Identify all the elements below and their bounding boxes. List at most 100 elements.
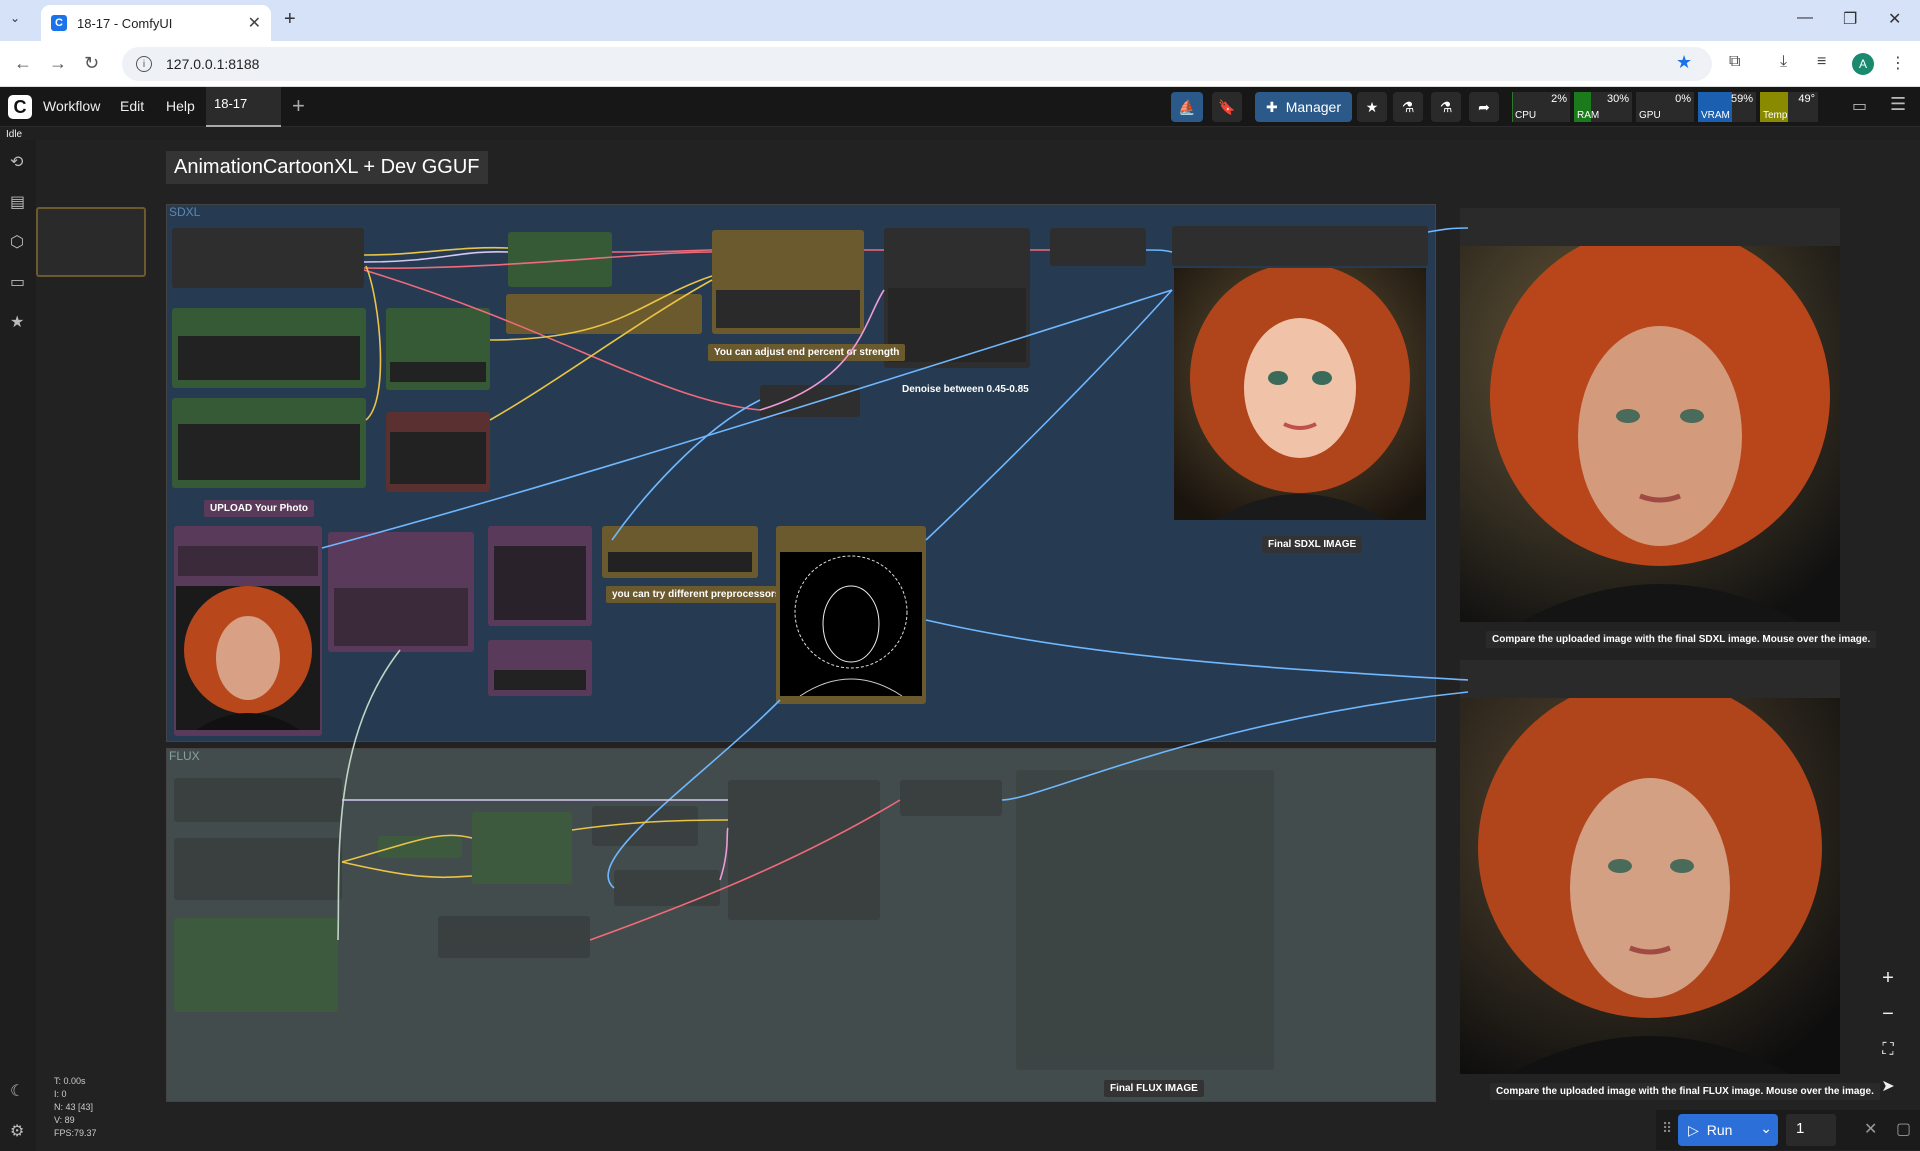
folder-icon[interactable]: ▭ — [10, 274, 26, 291]
back-icon[interactable]: ← — [14, 53, 32, 73]
browser-tab[interactable]: C 18-17 - ComfyUI ✕ — [41, 5, 271, 41]
node-image-process[interactable] — [488, 526, 592, 626]
flux-node-latent[interactable] — [438, 916, 590, 958]
workflow-tab[interactable]: 18-17 — [206, 87, 281, 127]
batch-count-input[interactable]: 1 — [1786, 1114, 1836, 1146]
uploaded-photo — [176, 586, 320, 730]
node-save-image[interactable] — [1172, 226, 1428, 266]
node-denoise[interactable] — [760, 385, 860, 417]
model-icon[interactable]: ⚗ — [1393, 92, 1423, 122]
final-sdxl-image — [1174, 268, 1426, 520]
monitor-fill — [1760, 92, 1789, 122]
zoom-out-icon[interactable]: − — [1882, 1002, 1894, 1025]
monitor-fill — [1512, 92, 1514, 122]
flux-node-save-image[interactable] — [1016, 770, 1274, 1070]
flux-node-vae-decode[interactable] — [900, 780, 1002, 816]
share-icon[interactable]: ➦ — [1469, 92, 1499, 122]
node-preprocessor[interactable] — [602, 526, 758, 578]
note-upload-photo: UPLOAD Your Photo — [204, 500, 314, 517]
settings-gear-icon[interactable]: ⚙ — [10, 1123, 25, 1140]
workflow-title-note: AnimationCartoonXL + Dev GGUF — [166, 151, 488, 184]
close-tab-icon[interactable]: ✕ — [247, 15, 261, 32]
queue-icon[interactable]: ▤ — [10, 194, 26, 211]
node-negative-prompt[interactable] — [172, 398, 366, 488]
flux-node-prompt[interactable] — [174, 918, 338, 1012]
node-controlnet-loader[interactable] — [506, 294, 702, 334]
new-tab-icon[interactable]: + — [284, 8, 296, 30]
close-window-icon[interactable]: ✕ — [1888, 11, 1902, 28]
compare-flux-image[interactable] — [1460, 698, 1840, 1074]
menu-workflow[interactable]: Workflow — [43, 98, 101, 114]
flux-node-sampler[interactable] — [728, 780, 880, 920]
note-denoise: Denoise between 0.45-0.85 — [902, 384, 1029, 395]
left-sidebar: ⟲ ▤ ⬡ ▭ ★ ☾ ⚙ — [0, 140, 36, 1151]
flux-node-scheduler[interactable] — [614, 870, 720, 906]
site-info-icon[interactable]: i — [136, 56, 152, 72]
monitor-fill — [1698, 92, 1733, 122]
fit-view-icon[interactable]: ⛶ — [1882, 1041, 1894, 1058]
node-image-resize[interactable] — [328, 532, 474, 652]
flux-node-unet-loader[interactable] — [174, 778, 342, 822]
forward-icon[interactable]: → — [49, 53, 67, 73]
bookmark-icon[interactable]: 🔖 — [1212, 92, 1242, 122]
compare-sdxl-image[interactable] — [1460, 246, 1840, 622]
flux-node-guidance[interactable] — [378, 836, 462, 858]
minimize-icon[interactable]: — — [1797, 9, 1813, 26]
extensions-icon[interactable]: ⧉ — [1729, 53, 1741, 70]
group-sdxl-title: SDXL — [169, 205, 201, 219]
bookmark-star-icon[interactable]: ★ — [1676, 52, 1693, 72]
restore-icon[interactable]: ❐ — [1843, 11, 1858, 28]
run-options-chevron-icon[interactable]: ⌄ — [1760, 1120, 1772, 1136]
cube-icon[interactable]: ⬡ — [10, 234, 24, 251]
flux-node-clip-loader[interactable] — [174, 838, 342, 900]
model-alt-icon[interactable]: ⚗ — [1431, 92, 1461, 122]
node-checkpoint-loader[interactable] — [172, 228, 364, 288]
comfy-logo-icon[interactable]: C — [8, 95, 32, 119]
url-bar[interactable]: i 127.0.0.1:8188 — [122, 47, 1712, 81]
manager-button[interactable]: ✚ Manager — [1255, 92, 1352, 122]
node-controlnet-apply[interactable] — [712, 230, 864, 334]
node-preview-lineart[interactable] — [776, 526, 926, 704]
reload-icon[interactable]: ↻ — [84, 53, 100, 73]
tab-list-chevron-icon[interactable]: ⌄ — [10, 11, 21, 25]
flux-node-sampler-select[interactable] — [592, 806, 698, 846]
node-vae[interactable] — [386, 412, 490, 492]
favorite-star-icon[interactable]: ★ — [1357, 92, 1387, 122]
offscreen-node[interactable] — [36, 207, 146, 277]
hamburger-menu-icon[interactable]: ☰ — [1890, 94, 1907, 114]
sail-icon[interactable]: ⛵ — [1171, 92, 1203, 122]
compare-sdxl-header[interactable] — [1460, 208, 1840, 246]
star-icon[interactable]: ★ — [10, 314, 25, 331]
download-icon[interactable]: ⤓ — [1780, 53, 1788, 70]
note-compare-sdxl: Compare the uploaded image with the fina… — [1486, 631, 1877, 648]
node-positive-prompt[interactable] — [172, 308, 366, 388]
node-ksampler[interactable] — [884, 228, 1030, 368]
cancel-icon[interactable]: ✕ — [1864, 1121, 1878, 1138]
drag-handle-icon[interactable]: ⠿ — [1662, 1120, 1673, 1136]
run-button[interactable]: ▷ Run ⌄ — [1678, 1114, 1778, 1146]
stat-fps: FPS:79.37 — [54, 1128, 97, 1138]
compare-flux-header[interactable] — [1460, 660, 1840, 698]
media-icon[interactable]: ≡ — [1817, 53, 1827, 70]
node-image-scale[interactable] — [488, 640, 592, 696]
flux-node-encode[interactable] — [472, 812, 572, 884]
new-workflow-icon[interactable]: + — [292, 93, 305, 118]
run-label: Run — [1706, 1122, 1733, 1138]
profile-avatar[interactable]: A — [1852, 53, 1874, 75]
node-clip-encode[interactable] — [386, 308, 490, 390]
node-vae-decode[interactable] — [1050, 228, 1146, 266]
locate-icon[interactable]: ➤ — [1881, 1078, 1895, 1095]
history-icon[interactable]: ⟲ — [10, 154, 24, 171]
group-flux-title: FLUX — [169, 749, 200, 763]
node-lora[interactable] — [508, 232, 612, 287]
note-preprocessors: you can try different preprocessors — [606, 586, 787, 603]
theme-moon-icon[interactable]: ☾ — [10, 1083, 25, 1100]
panel-toggle-icon[interactable]: ▭ — [1852, 98, 1868, 115]
stop-icon[interactable]: ▢ — [1896, 1121, 1912, 1138]
monitor-value: 59% — [1730, 93, 1753, 105]
menu-edit[interactable]: Edit — [120, 98, 145, 114]
zoom-in-icon[interactable]: + — [1882, 966, 1894, 989]
menu-help[interactable]: Help — [166, 98, 195, 114]
chrome-menu-icon[interactable]: ⋮ — [1890, 55, 1906, 72]
